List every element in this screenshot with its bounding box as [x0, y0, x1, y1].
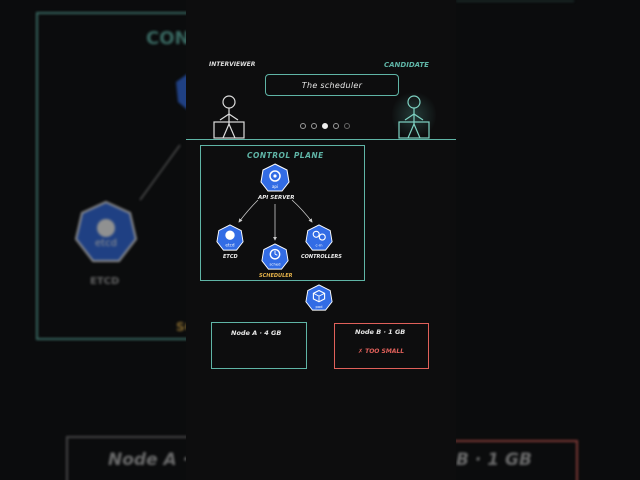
node-b-status: ✗ TOO SMALL [358, 348, 405, 355]
pagination-dots [300, 123, 350, 129]
caption-box: The scheduler [265, 74, 399, 96]
control-plane-box [200, 145, 365, 281]
node-b-label: Node B · 1 GB [355, 328, 406, 336]
pagination-dot[interactable] [344, 123, 350, 129]
pagination-dot[interactable] [333, 123, 339, 129]
interviewer-figure-icon [213, 95, 245, 139]
node-b-box: Node B · 1 GB ✗ TOO SMALL [334, 323, 429, 369]
svg-text:etcd: etcd [225, 242, 235, 247]
interviewer-label: INTERVIEWER [209, 61, 256, 68]
etcd-label: ETCD [223, 254, 238, 260]
pod-icon: pod [305, 284, 333, 311]
caption-text: The scheduler [301, 80, 363, 90]
etcd-icon: etcd [216, 224, 244, 251]
main-panel: INTERVIEWER CANDIDATE The scheduler CONT… [186, 0, 456, 480]
bg-etcd-label: ETCD [90, 276, 120, 287]
svg-text:pod: pod [316, 305, 324, 309]
svg-text:sched: sched [270, 262, 282, 266]
bg-right-line [456, 0, 574, 2]
bg-node-a-label: Node A · [108, 450, 190, 470]
bg-arrow [139, 144, 181, 201]
scheduler-icon: sched [261, 243, 289, 270]
candidate-label: CANDIDATE [384, 61, 429, 69]
pagination-dot[interactable] [300, 123, 306, 129]
control-plane-connectors [238, 199, 313, 241]
svg-text:api: api [272, 184, 278, 189]
pagination-dot[interactable] [311, 123, 317, 129]
svg-text:etcd: etcd [95, 238, 117, 249]
node-a-label: Node A · 4 GB [231, 329, 282, 337]
header-divider [186, 139, 456, 140]
api-server-icon: api [260, 163, 290, 192]
bg-node-b-label: B · 1 GB [456, 450, 532, 470]
bg-etcd-icon: etcd [74, 200, 138, 262]
pagination-dot-active[interactable] [322, 123, 328, 129]
control-plane-title: CONTROL PLANE [247, 151, 324, 160]
controllers-icon: c-m [305, 224, 333, 251]
candidate-figure-icon [398, 95, 430, 139]
scheduler-label: SCHEDULER [259, 273, 293, 279]
node-a-box: Node A · 4 GB [211, 322, 307, 369]
svg-text:c-m: c-m [315, 243, 322, 247]
controllers-label: CONTROLLERS [301, 254, 342, 260]
api-server-label: API SERVER [258, 195, 295, 201]
